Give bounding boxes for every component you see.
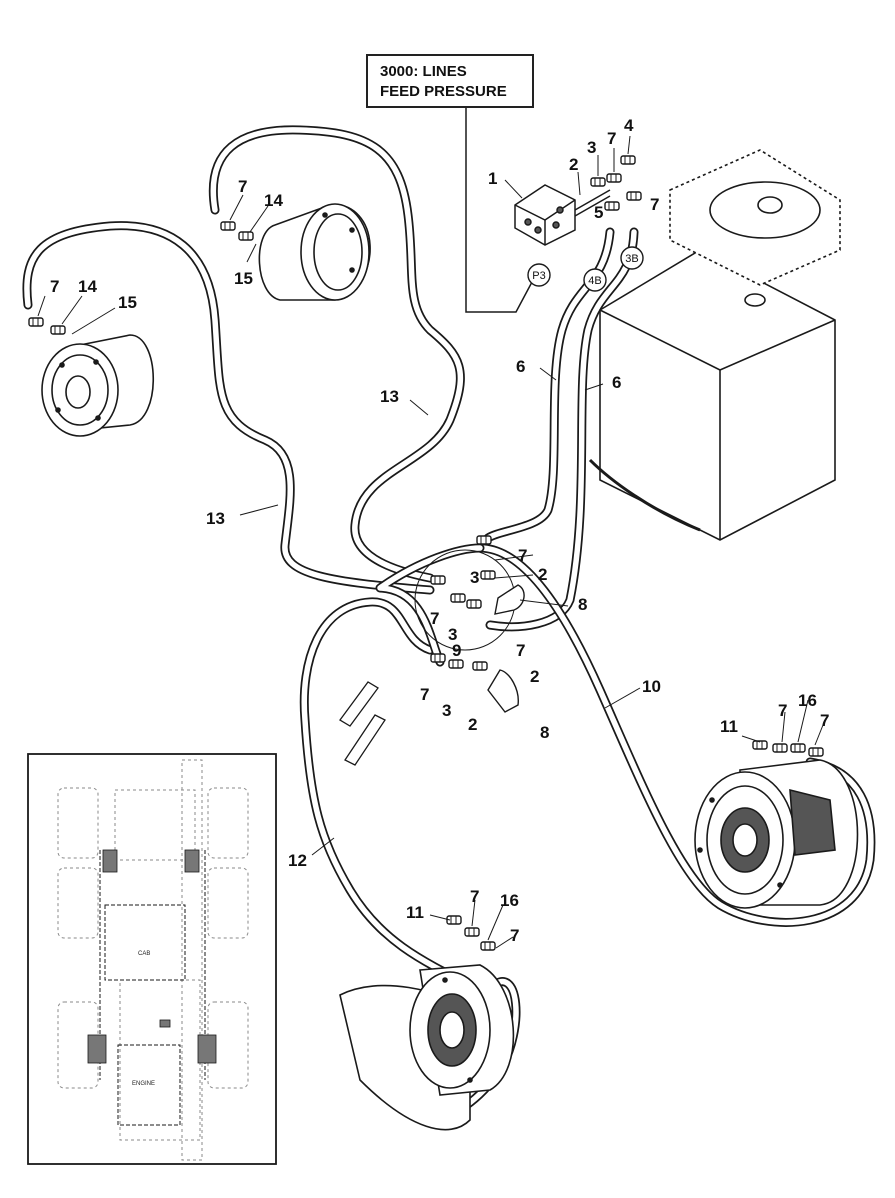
callout-leaders [37, 135, 826, 949]
callout-10: 10 [642, 677, 661, 696]
callout-3-m3: 3 [442, 701, 451, 720]
inset-engine-label: ENGINE [132, 1081, 155, 1087]
fitting-7-top [606, 173, 622, 183]
callout-5: 5 [594, 203, 603, 222]
port-4b: 4B [583, 268, 607, 292]
fitting-7-mid [220, 221, 236, 231]
callout-2-m1: 2 [538, 565, 547, 584]
callout-7-b1: 7 [470, 887, 479, 906]
left-drive-motor [41, 334, 154, 437]
hose-6-right [485, 227, 639, 632]
callout-7-m1: 7 [518, 546, 527, 565]
title-box: 3000: LINES FEED PRESSURE [366, 54, 534, 108]
flow-arrow-marker [339, 681, 386, 766]
callout-7-left: 7 [50, 277, 59, 296]
title-line-1: 3000: LINES [380, 63, 467, 80]
callout-7-b2: 7 [510, 926, 519, 945]
callout-9: 9 [452, 641, 461, 660]
callout-7-r1: 7 [778, 701, 787, 720]
fitting-14-left [50, 325, 66, 335]
fitting-7-m1 [430, 575, 446, 585]
callout-6-right: 6 [612, 373, 621, 392]
hose-13-upper [208, 125, 465, 583]
fitting-7-b1 [464, 927, 480, 937]
right-wheel-motor [694, 759, 859, 909]
fitting-5 [604, 201, 620, 211]
callout-8-top: 8 [578, 595, 587, 614]
fitting-14-mid [238, 231, 254, 241]
callout-14-left: 14 [78, 277, 97, 296]
port-3b: 3B [620, 246, 644, 270]
fitting-3-m3 [448, 659, 464, 669]
port-p3-label: P3 [532, 270, 545, 282]
fitting-7-m0 [476, 535, 492, 545]
callout-7-m3: 7 [516, 641, 525, 660]
callout-2-m3: 2 [468, 715, 477, 734]
callout-3-top: 3 [587, 138, 596, 157]
port-p3: P3 [527, 263, 551, 287]
callout-7-r2: 7 [820, 711, 829, 730]
hose-13-lower [22, 221, 435, 595]
callout-7-top: 7 [607, 129, 616, 148]
bottom-wheel-motor [339, 964, 515, 1131]
callout-6-left: 6 [516, 357, 525, 376]
inset-cab-label: CAB [138, 951, 150, 957]
fitting-3-m1 [480, 570, 496, 580]
fitting-4 [620, 155, 636, 165]
callout-4: 4 [624, 116, 634, 135]
callout-11-right: 11 [720, 717, 738, 736]
callout-11-bottom: 11 [406, 903, 424, 922]
callout-numbers: 1 2 3 7 4 5 7 7 14 15 7 14 15 6 6 13 13 … [50, 116, 829, 945]
callout-7-m4: 7 [420, 685, 429, 704]
callout-2-top: 2 [569, 155, 578, 174]
callout-13-upper: 13 [380, 387, 399, 406]
callout-7-top-right: 7 [650, 195, 659, 214]
hose-10 [475, 543, 876, 927]
valve-block [514, 184, 611, 246]
callout-1: 1 [488, 169, 497, 188]
callout-8-bottom: 8 [540, 723, 549, 742]
fitting-3-m2 [466, 599, 482, 609]
title-leader-line [465, 108, 533, 313]
callout-14-mid: 14 [264, 191, 283, 210]
fitting-7-m4 [430, 653, 446, 663]
port-4b-label: 4B [588, 275, 601, 287]
machine-overview-inset: CAB ENGINE [27, 753, 277, 1165]
callout-2-m2: 2 [530, 667, 539, 686]
fitting-16-bottom [480, 941, 496, 951]
fitting-7-m2 [450, 593, 466, 603]
fitting-3-top [590, 177, 606, 187]
fitting-7-top-right [626, 191, 642, 201]
fitting-11-right [752, 740, 768, 750]
callout-16-right: 16 [798, 691, 817, 710]
hydraulic-tank [588, 149, 841, 541]
port-3b-label: 3B [625, 253, 638, 265]
fitting-16-right [790, 743, 806, 753]
callout-16-bottom: 16 [500, 891, 519, 910]
callout-12: 12 [288, 851, 307, 870]
title-line-2: FEED PRESSURE [380, 83, 507, 100]
callout-15-left: 15 [118, 293, 137, 312]
callout-3-m2: 3 [448, 625, 457, 644]
callout-13-lower: 13 [206, 509, 225, 528]
callout-15-mid: 15 [234, 269, 253, 288]
middle-drive-motor [258, 203, 371, 301]
callout-7-m2: 7 [430, 609, 439, 628]
fitting-7-r1 [772, 743, 788, 753]
callout-3-m1: 3 [470, 568, 479, 587]
callout-7-mid: 7 [238, 177, 247, 196]
fitting-7-left [28, 317, 44, 327]
fitting-7-r2 [808, 747, 824, 757]
fitting-9 [472, 661, 488, 671]
central-manifold [414, 549, 525, 713]
